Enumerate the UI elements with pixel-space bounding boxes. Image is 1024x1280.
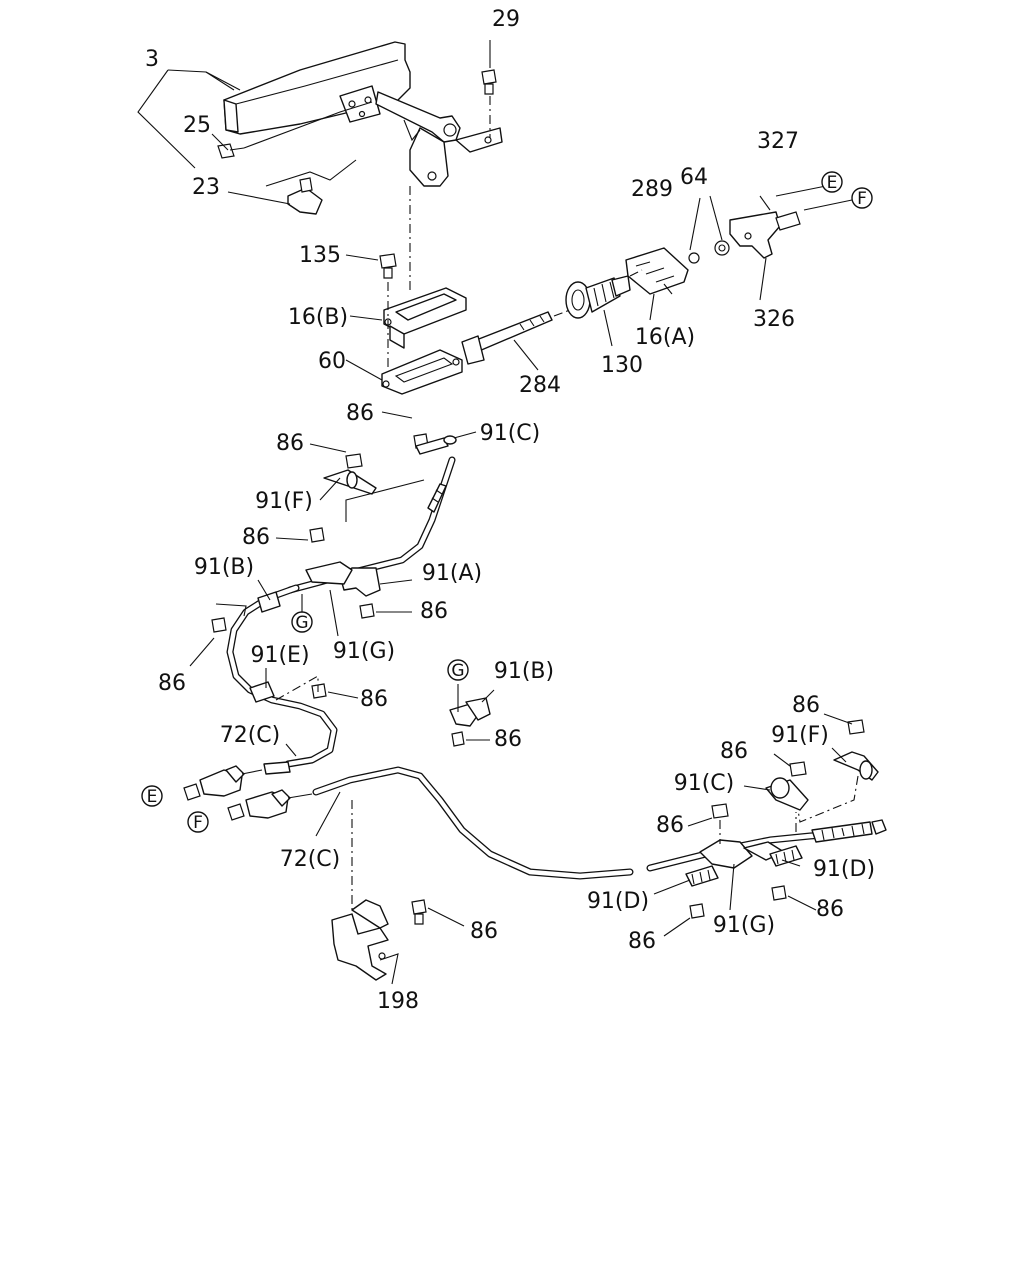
label-86: 86	[494, 727, 522, 752]
clip-91c-top	[413, 433, 457, 455]
label-91g: 91(G)	[333, 639, 395, 664]
clip-91d-left	[685, 865, 719, 919]
label-60: 60	[318, 349, 346, 374]
label-86: 86	[276, 431, 304, 456]
svg-text:G: G	[451, 661, 464, 681]
label-198: 198	[377, 989, 419, 1014]
bolt-29	[481, 69, 497, 95]
part-labels: 3 25 23 29 135 16(B) 60 327 289 64 326 1…	[145, 7, 875, 1014]
label-91b: 91(B)	[194, 555, 254, 580]
label-86: 86	[816, 897, 844, 922]
label-86: 86	[470, 919, 498, 944]
label-72c: 72(C)	[220, 723, 281, 748]
cable-end-f	[227, 789, 313, 821]
label-86: 86	[242, 525, 270, 550]
boot-16b	[383, 287, 467, 349]
svg-text:E: E	[147, 787, 158, 807]
label-135: 135	[299, 243, 341, 268]
label-29: 29	[492, 7, 520, 32]
label-91e: 91(E)	[250, 643, 309, 668]
label-16b: 16(B)	[288, 305, 348, 330]
label-25: 25	[183, 113, 211, 138]
bolt-25	[217, 143, 245, 159]
marker-e-bottom: E	[141, 785, 163, 807]
hand-brake-lever	[223, 41, 503, 187]
label-64: 64	[680, 165, 708, 190]
bracket-326	[729, 211, 781, 259]
cable-end-e	[183, 765, 263, 801]
label-86: 86	[628, 929, 656, 954]
label-86: 86	[420, 599, 448, 624]
clip-86-91a	[305, 527, 381, 619]
label-91f: 91(F)	[255, 489, 313, 514]
label-91d: 91(D)	[813, 857, 875, 882]
marker-g-left: G	[291, 611, 313, 633]
clip-91b-mid	[449, 697, 491, 747]
label-72c: 72(C)	[280, 847, 341, 872]
label-86: 86	[656, 813, 684, 838]
bolt-135	[379, 253, 397, 279]
cable-rear-long	[312, 766, 887, 880]
label-3: 3	[145, 47, 159, 72]
nut-64	[714, 240, 730, 256]
label-91g: 91(G)	[713, 913, 775, 938]
label-86: 86	[158, 671, 186, 696]
rod-284	[461, 311, 553, 365]
label-91d: 91(D)	[587, 889, 649, 914]
label-86: 86	[720, 739, 748, 764]
bracket-198	[331, 899, 427, 981]
clip-91d-right	[769, 845, 803, 901]
marker-f-bottom: F	[187, 811, 209, 833]
marker-f-top: F	[851, 187, 873, 209]
clip-91g-right	[699, 803, 785, 869]
svg-text:G: G	[295, 613, 308, 633]
label-86: 86	[360, 687, 388, 712]
bolt-327	[775, 211, 801, 231]
label-23: 23	[192, 175, 220, 200]
marker-e-top: E	[821, 171, 843, 193]
label-91a: 91(A)	[422, 561, 482, 586]
plate-60	[381, 349, 463, 395]
svg-text:F: F	[857, 189, 867, 209]
label-91b: 91(B)	[494, 659, 554, 684]
label-16a: 16(A)	[635, 325, 695, 350]
equalizer-16a	[625, 247, 689, 295]
clip-91c-right	[765, 761, 809, 811]
label-91c: 91(C)	[480, 421, 541, 446]
marker-g-mid: G	[447, 659, 469, 681]
clip-91f-right	[833, 719, 879, 781]
label-86: 86	[792, 693, 820, 718]
switch-23	[287, 177, 323, 215]
label-130: 130	[601, 353, 643, 378]
label-91f: 91(F)	[771, 723, 829, 748]
svg-text:E: E	[827, 173, 838, 193]
clip-91f-top	[323, 453, 377, 495]
label-327: 327	[757, 129, 799, 154]
leader-lines	[137, 40, 859, 985]
label-326: 326	[753, 307, 795, 332]
label-289: 289	[631, 177, 673, 202]
label-91c: 91(C)	[674, 771, 735, 796]
svg-text:F: F	[193, 813, 203, 833]
label-284: 284	[519, 373, 561, 398]
nut-289	[688, 252, 700, 264]
spring-130	[565, 275, 631, 319]
label-86: 86	[346, 401, 374, 426]
